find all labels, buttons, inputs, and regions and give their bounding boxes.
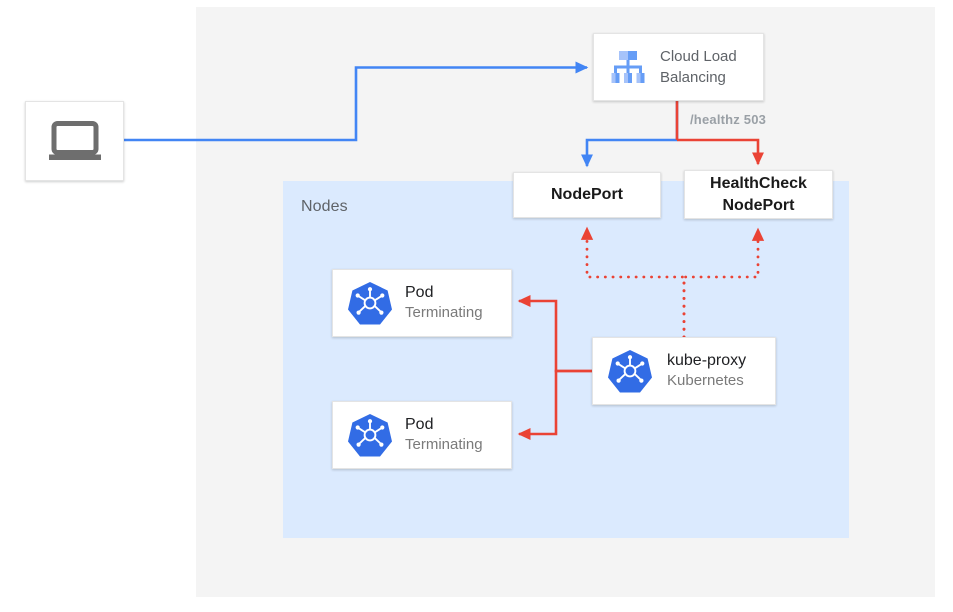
healthz-503-label: /healthz 503 — [690, 112, 767, 127]
healthcheck-nodeport-label: HealthCheck NodePort — [710, 173, 807, 216]
kube-proxy-text: kube-proxy Kubernetes — [667, 351, 746, 391]
pod-card-1[interactable]: Pod Terminating — [332, 269, 512, 337]
laptop-icon — [47, 120, 103, 162]
pod-card-2-text: Pod Terminating — [405, 415, 483, 455]
hc-label-line-1: HealthCheck — [710, 174, 807, 192]
pod-card-2-subtitle: Terminating — [405, 436, 483, 454]
clb-label-line-2: Balancing — [660, 69, 726, 86]
kube-proxy-card[interactable]: kube-proxy Kubernetes — [592, 337, 776, 405]
kube-proxy-title: kube-proxy — [667, 352, 747, 370]
hc-label-line-2: NodePort — [722, 196, 795, 214]
kubernetes-icon — [607, 348, 653, 394]
nodeport-label: NodePort — [551, 186, 623, 204]
client-device-card[interactable] — [25, 101, 124, 181]
pod-card-1-subtitle: Terminating — [405, 304, 483, 322]
cloud-load-balancing-label: Cloud Load Balancing — [660, 46, 737, 89]
cloud-load-balancing-card[interactable]: Cloud Load Balancing — [593, 33, 764, 101]
pod-card-2-title: Pod — [405, 416, 434, 434]
kubernetes-icon — [347, 280, 393, 326]
pod-card-1-title: Pod — [405, 284, 434, 302]
cloud-load-balancing-icon — [606, 45, 650, 89]
kubernetes-icon — [347, 412, 393, 458]
kube-proxy-subtitle: Kubernetes — [667, 372, 744, 390]
clb-label-line-1: Cloud Load — [660, 47, 737, 65]
healthcheck-nodeport-box[interactable]: HealthCheck NodePort — [684, 170, 833, 219]
pod-card-2[interactable]: Pod Terminating — [332, 401, 512, 469]
nodes-panel-label: Nodes — [301, 198, 348, 215]
pod-card-1-text: Pod Terminating — [405, 283, 483, 323]
nodeport-box[interactable]: NodePort — [513, 172, 661, 218]
